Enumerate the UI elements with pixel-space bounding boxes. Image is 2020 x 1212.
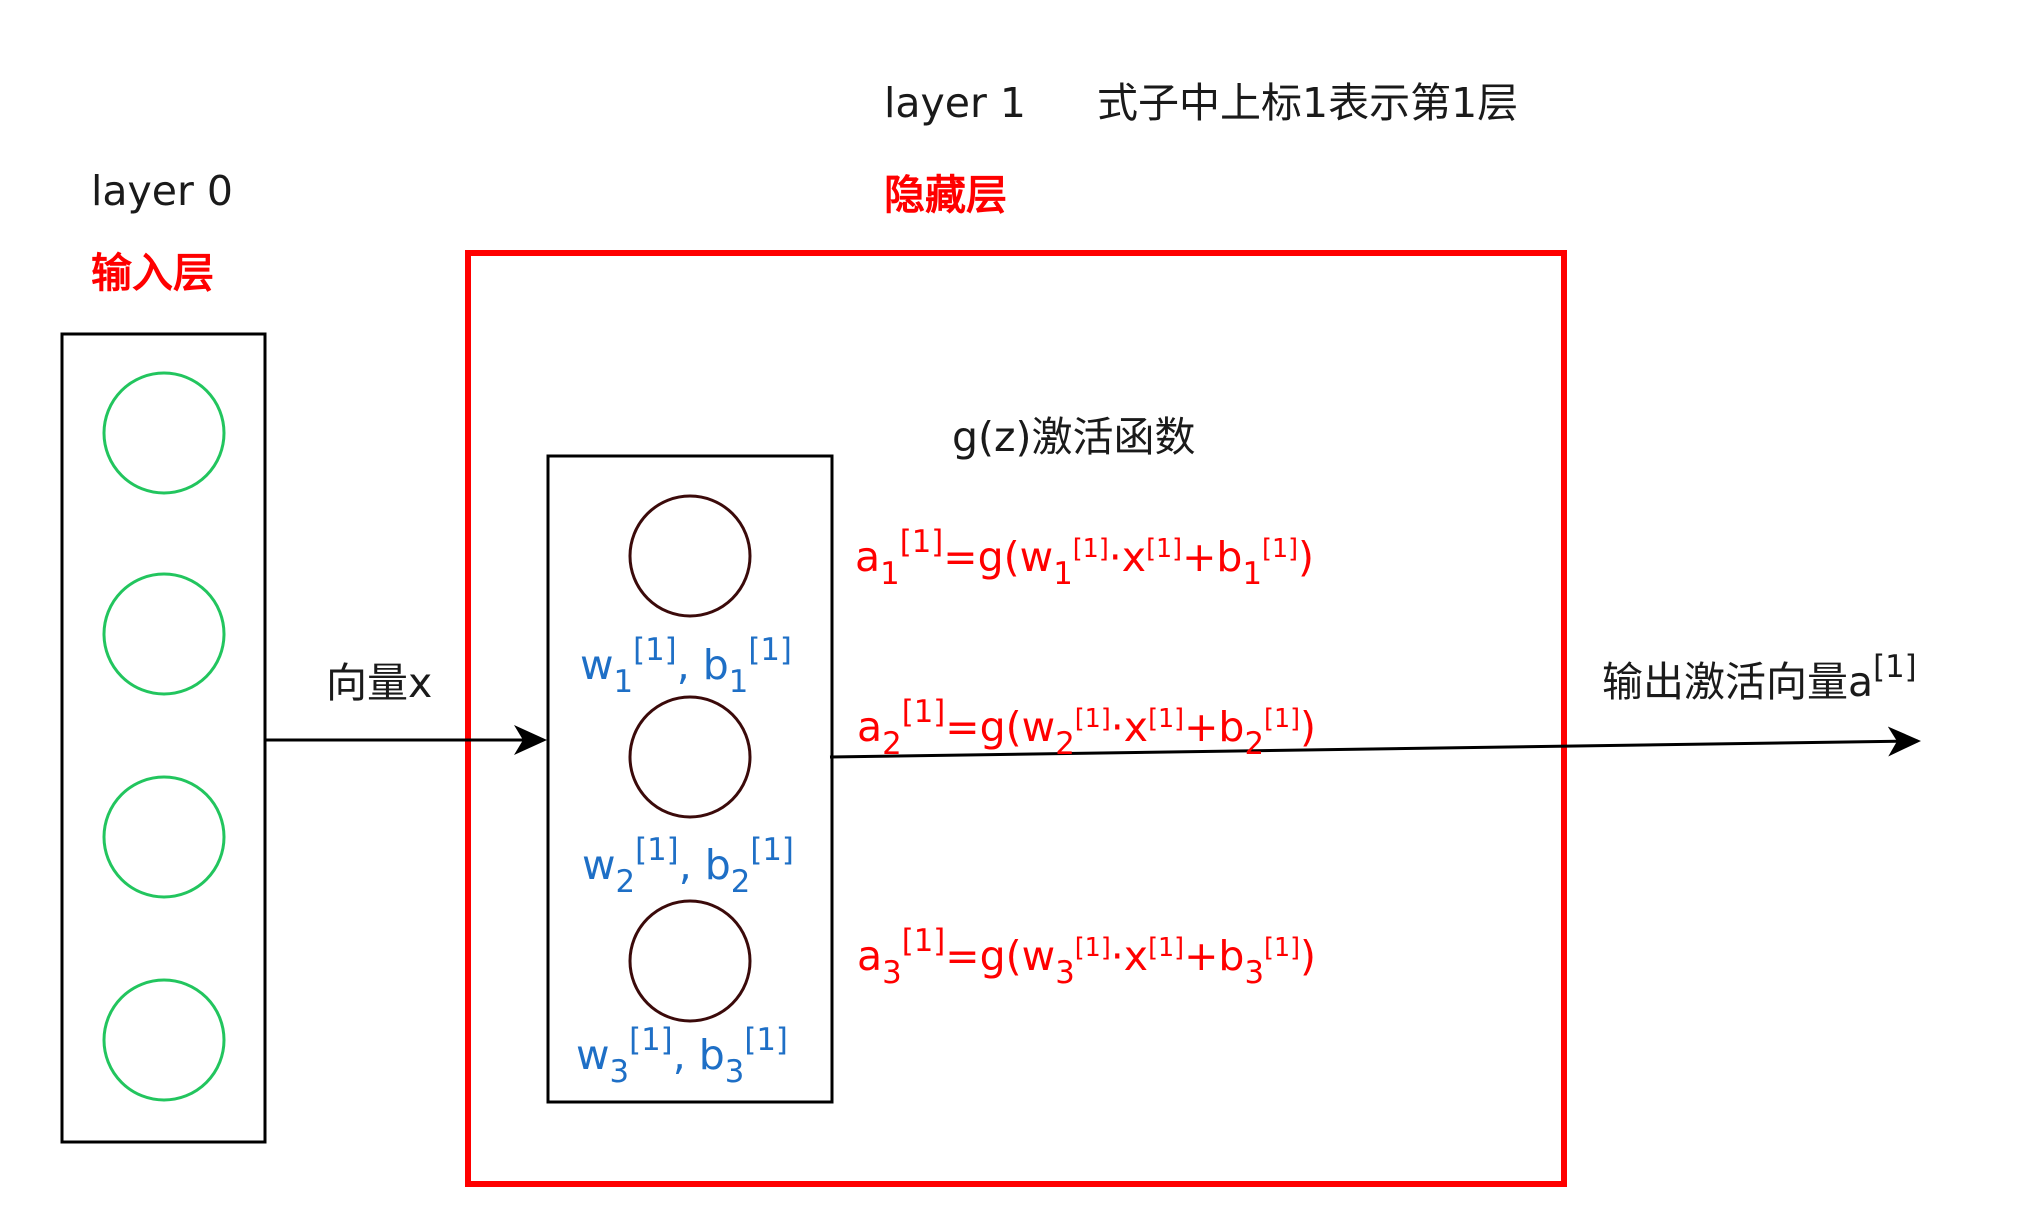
eq-a: a <box>855 533 881 582</box>
eq-plus-b: +b <box>1182 533 1243 582</box>
weight-symbol: w <box>582 841 616 890</box>
eq-g-w: =g(w <box>943 533 1054 582</box>
bias-symbol: b <box>698 1031 725 1080</box>
weight-symbol: w <box>576 1031 610 1080</box>
eq-b-index: 1 <box>1242 555 1263 592</box>
eq-b-sup: [1] <box>1264 703 1301 734</box>
weight-layer-sup: [1] <box>635 832 679 868</box>
eq-a-index: 1 <box>880 555 900 592</box>
layer1-title: 隐藏层 <box>884 171 1007 219</box>
input-node <box>102 775 226 899</box>
eq-w-sup: [1] <box>1074 932 1111 963</box>
eq-dot-x: ·x <box>1110 932 1149 981</box>
comma: , <box>678 841 705 890</box>
eq-a-sup: [1] <box>901 923 946 959</box>
comma: , <box>676 641 703 690</box>
eq-a-sup: [1] <box>899 524 944 560</box>
weight-index: 3 <box>609 1053 630 1090</box>
input-node <box>102 371 226 495</box>
bias-index: 1 <box>728 663 749 700</box>
hidden-neuron <box>628 695 752 819</box>
output-vector-label: 输出激活向量a[1] <box>1602 652 1917 703</box>
bias-layer-sup: [1] <box>750 832 794 868</box>
eq-plus-b: +b <box>1184 703 1245 752</box>
eq-w-index: 2 <box>1055 725 1075 762</box>
eq-a-index: 2 <box>882 725 902 762</box>
hidden-layer-frame <box>465 250 1567 1187</box>
eq-close: ) <box>1300 703 1317 752</box>
eq-a-index: 3 <box>882 954 902 991</box>
eq-dot-x: ·x <box>1108 533 1147 582</box>
eq-a-sup: [1] <box>901 694 946 730</box>
neuron-params: w2[1], b2[1] <box>582 835 794 898</box>
activation-equation: a3[1]=g(w3[1]·x[1]+b3[1]) <box>857 926 1316 989</box>
layer1-note: 式子中上标1表示第1层 <box>1097 79 1519 127</box>
eq-b-index: 3 <box>1244 954 1265 991</box>
eq-close: ) <box>1300 932 1317 981</box>
weight-index: 1 <box>613 663 634 700</box>
bias-layer-sup: [1] <box>748 632 792 668</box>
activation-equation: a1[1]=g(w1[1]·x[1]+b1[1]) <box>855 527 1314 590</box>
hidden-neuron <box>628 899 752 1023</box>
output-label-text: 输出激活向量a <box>1602 658 1874 707</box>
layer1-label: layer 1 <box>884 79 1026 127</box>
bias-index: 2 <box>730 863 751 900</box>
eq-b-index: 2 <box>1244 725 1265 762</box>
input-layer-box <box>60 332 267 1144</box>
bias-index: 3 <box>724 1053 745 1090</box>
eq-a: a <box>857 932 883 981</box>
eq-close: ) <box>1298 533 1315 582</box>
input-vector-label: 向量x <box>326 659 433 707</box>
hidden-neuron <box>628 494 752 618</box>
layer0-title: 输入层 <box>91 249 214 297</box>
eq-w-sup: [1] <box>1074 703 1111 734</box>
weight-layer-sup: [1] <box>629 1022 673 1058</box>
weight-layer-sup: [1] <box>633 632 677 668</box>
eq-dot-x: ·x <box>1110 703 1149 752</box>
output-arrow <box>829 726 1921 759</box>
output-label-superscript: [1] <box>1873 649 1917 685</box>
eq-plus-b: +b <box>1184 932 1245 981</box>
input-node <box>102 978 226 1102</box>
neuron-params: w3[1], b3[1] <box>576 1025 788 1088</box>
activation-function-label: g(z)激活函数 <box>952 413 1196 461</box>
neuron-group-box <box>546 454 834 1104</box>
eq-b-sup: [1] <box>1264 932 1301 963</box>
eq-w-index: 1 <box>1053 555 1073 592</box>
eq-w-sup: [1] <box>1072 533 1109 564</box>
neuron-params: w1[1], b1[1] <box>580 635 792 698</box>
weight-symbol: w <box>580 641 614 690</box>
eq-x-sup: [1] <box>1148 932 1185 963</box>
eq-g-w: =g(w <box>945 932 1056 981</box>
eq-b-sup: [1] <box>1262 533 1299 564</box>
eq-a: a <box>857 703 883 752</box>
bias-symbol: b <box>704 841 731 890</box>
eq-x-sup: [1] <box>1146 533 1183 564</box>
activation-equation: a2[1]=g(w2[1]·x[1]+b2[1]) <box>857 697 1316 760</box>
input-node <box>102 572 226 696</box>
eq-x-sup: [1] <box>1148 703 1185 734</box>
comma: , <box>672 1031 699 1080</box>
weight-index: 2 <box>615 863 636 900</box>
eq-g-w: =g(w <box>945 703 1056 752</box>
layer0-label: layer 0 <box>91 167 233 215</box>
bias-symbol: b <box>702 641 729 690</box>
eq-w-index: 3 <box>1055 954 1075 991</box>
bias-layer-sup: [1] <box>744 1022 788 1058</box>
